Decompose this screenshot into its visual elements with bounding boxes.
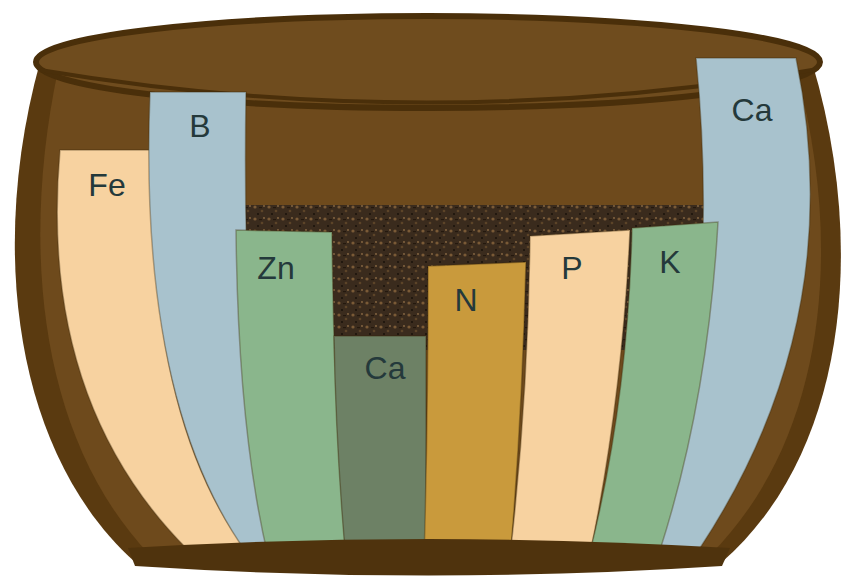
nutrient-label: P <box>561 252 582 284</box>
nutrient-label: N <box>454 284 477 316</box>
stave-shape <box>588 220 720 554</box>
stave-fill <box>334 336 426 560</box>
nutrient-label: Fe <box>88 169 125 201</box>
stave-fill <box>424 262 526 560</box>
nutrient-label: K <box>659 246 680 278</box>
stave-fill <box>236 230 346 556</box>
stave-fill <box>656 58 810 548</box>
nutrient-stave: Ca <box>332 334 428 562</box>
nutrient-label: Ca <box>732 94 773 126</box>
nutrient-stave: Zn <box>234 228 348 558</box>
nutrient-stave: N <box>422 260 528 562</box>
nutrient-stave: K <box>588 220 720 554</box>
nutrient-label: Ca <box>365 352 406 384</box>
nutrient-label: B <box>189 110 210 142</box>
nutrient-label: Zn <box>257 252 294 284</box>
